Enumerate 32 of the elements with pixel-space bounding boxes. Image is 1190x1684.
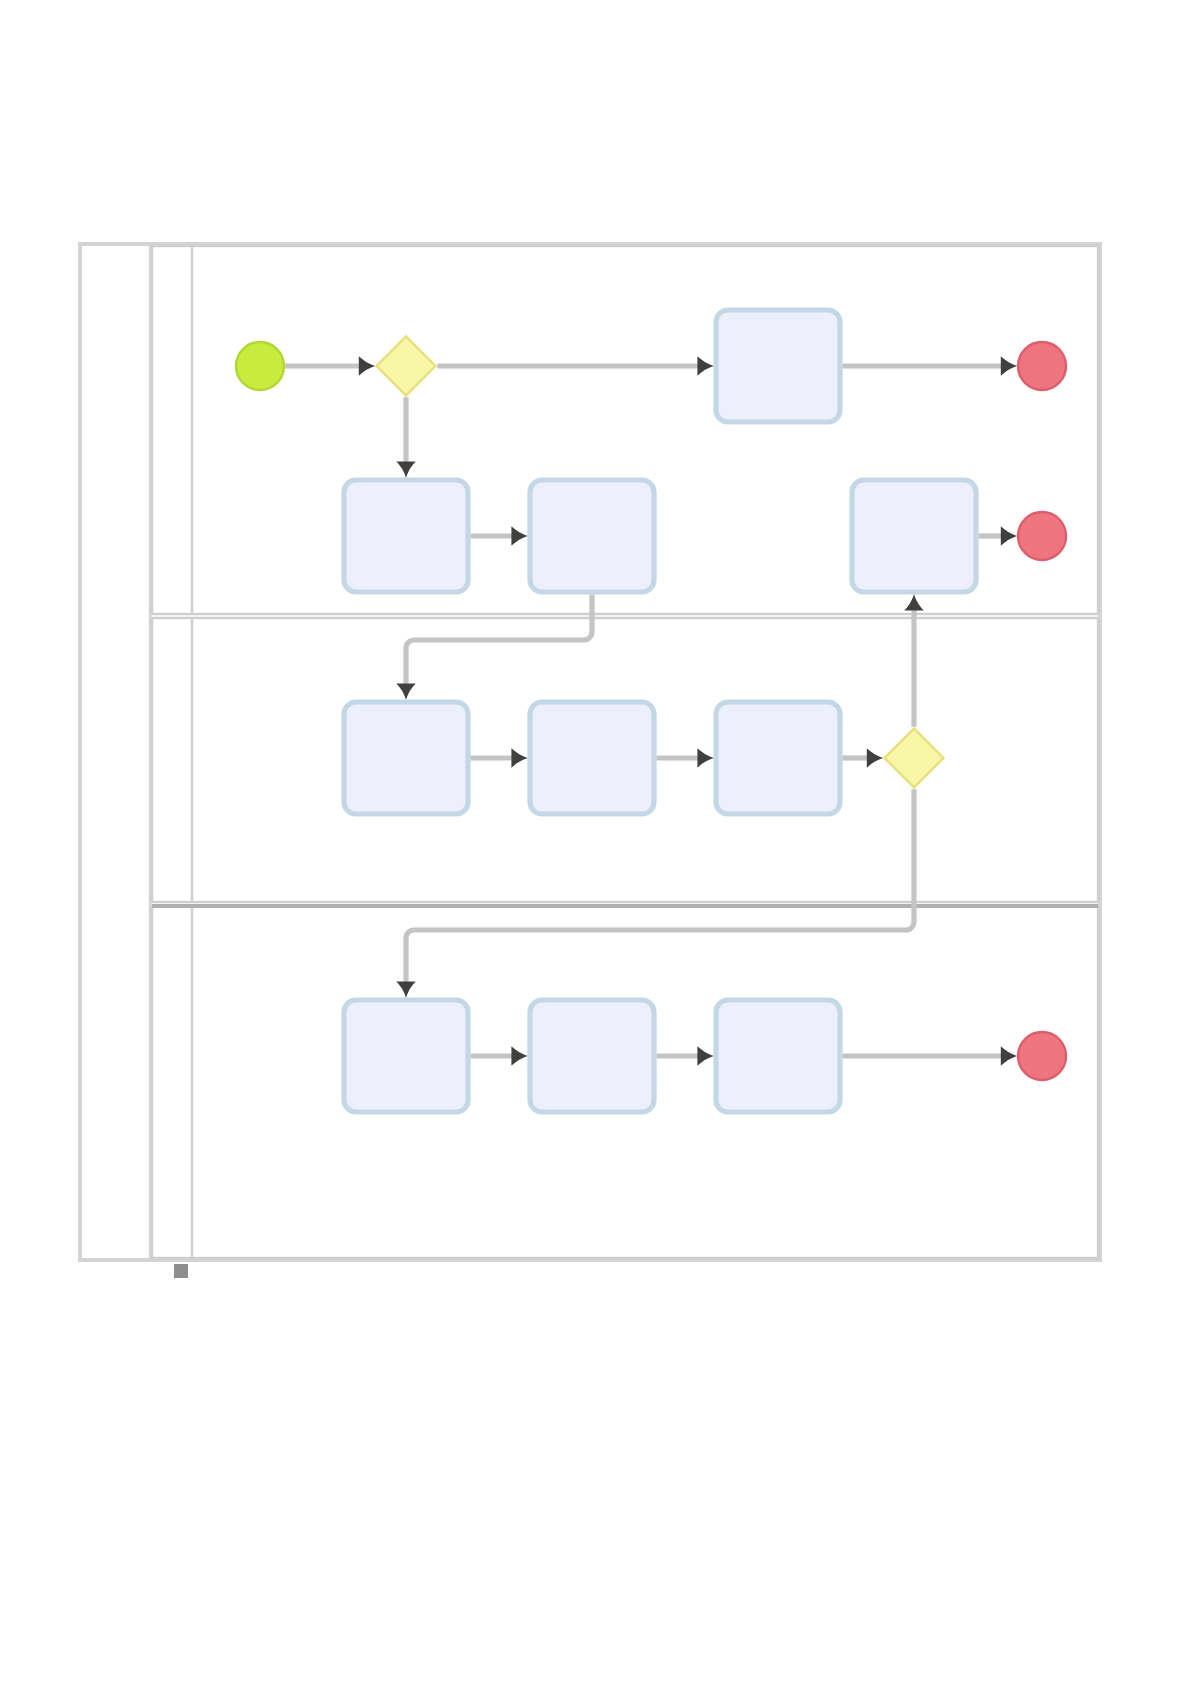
end-circle <box>1016 340 1068 392</box>
arrow <box>906 597 922 727</box>
arrow <box>398 594 595 697</box>
arrow <box>398 789 917 995</box>
task-box <box>341 997 471 1115</box>
task-box <box>341 699 471 817</box>
task-box <box>849 477 979 595</box>
swimlane <box>150 904 1100 1260</box>
arrow <box>437 358 711 374</box>
task-box <box>713 997 843 1115</box>
end-circle <box>1016 510 1068 562</box>
arrow <box>656 750 711 766</box>
arrow <box>842 358 1015 374</box>
task-box <box>341 477 471 595</box>
arrow <box>285 358 373 374</box>
task-box <box>527 477 657 595</box>
arrow <box>470 750 525 766</box>
end-circle <box>1016 1030 1068 1082</box>
arrow <box>842 1048 1015 1064</box>
task-box <box>527 699 657 817</box>
task-box <box>713 699 843 817</box>
arrow <box>978 528 1015 544</box>
arrow <box>398 397 414 475</box>
arrow <box>656 1048 711 1064</box>
arrow <box>470 528 525 544</box>
swimlane <box>150 616 1100 904</box>
swimlane <box>150 244 1100 616</box>
arrow <box>470 1048 525 1064</box>
task-box <box>527 997 657 1115</box>
start-circle <box>234 340 286 392</box>
arrow <box>842 750 881 766</box>
task-box <box>713 307 843 425</box>
